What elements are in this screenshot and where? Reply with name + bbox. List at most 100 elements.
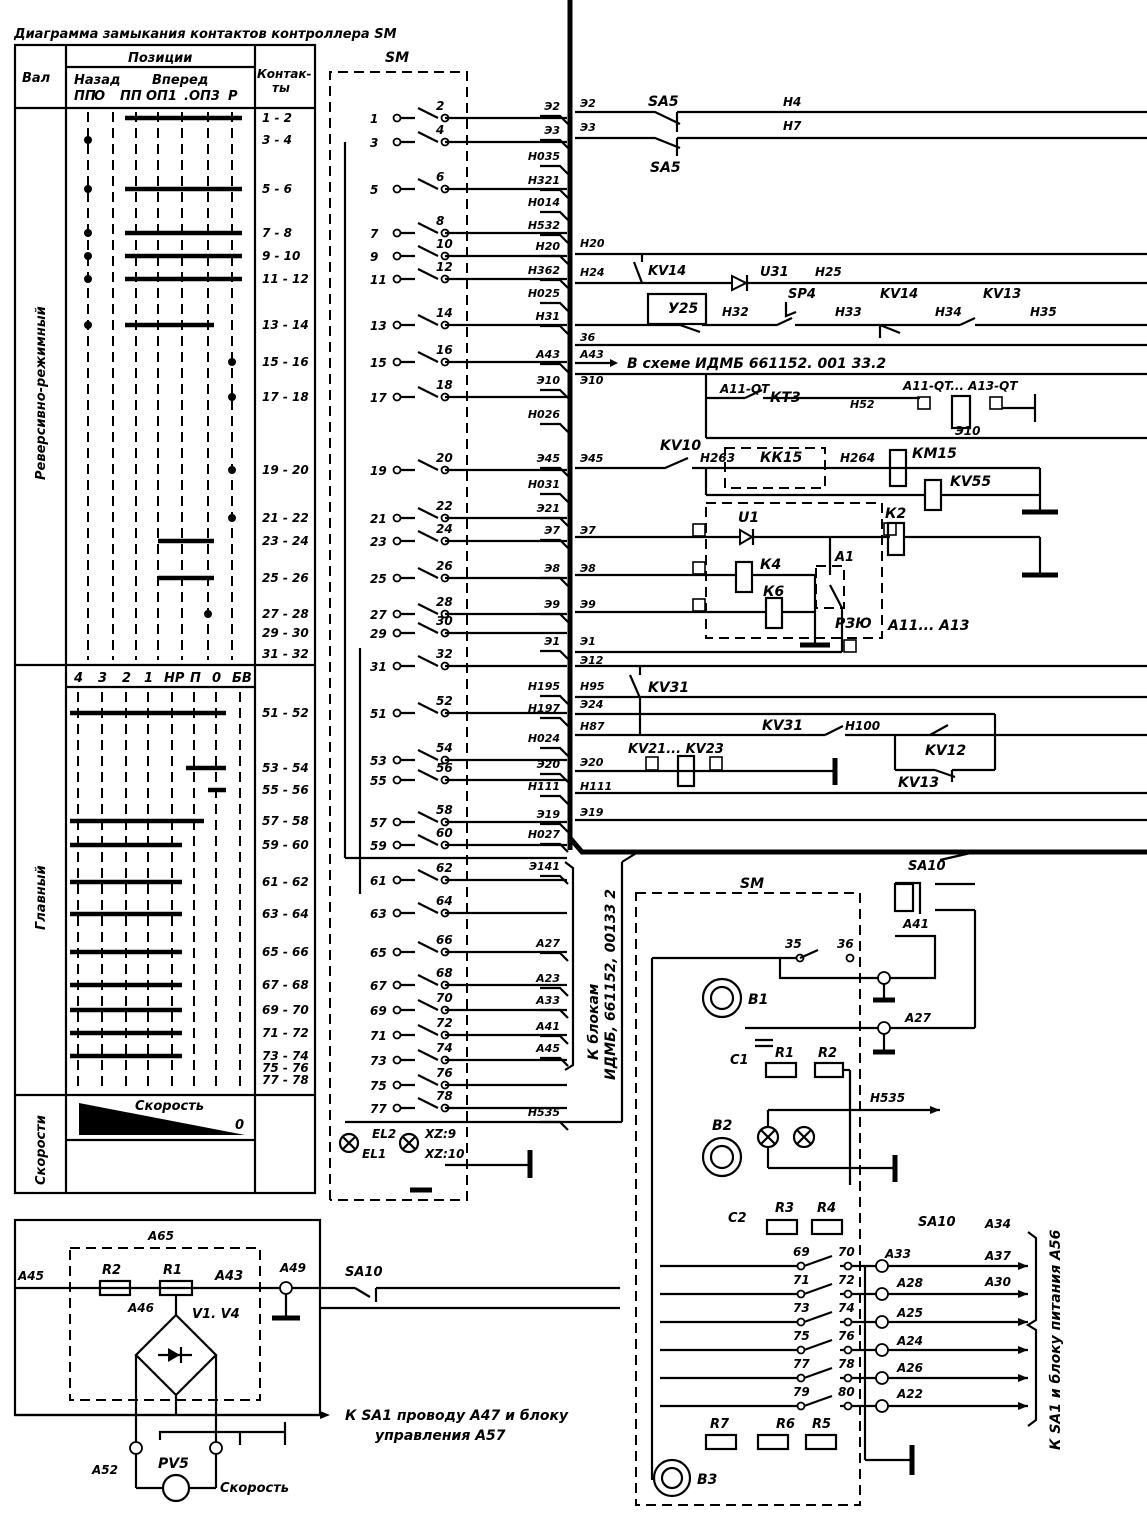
contact-label: 21 - 22 (262, 511, 309, 525)
position-label: ПП (74, 89, 96, 104)
terminal-right-label: 4 (435, 123, 444, 137)
header-forward: Вперед (152, 73, 208, 88)
terminal-right-label: 54 (436, 741, 453, 755)
bus-wire (540, 612, 569, 623)
terminal-right-label: 62 (436, 861, 453, 875)
sm-label: SM (385, 50, 409, 66)
bus-wire-label: Н195 (528, 680, 561, 693)
closed-dot (228, 514, 236, 522)
position-label: 2 (122, 671, 131, 686)
r2-resistor: R2 (818, 1046, 837, 1061)
a65-r1: R1 (163, 1263, 182, 1278)
arrow (1018, 1402, 1028, 1410)
bus-left-wires: Э2Э3Н035Н321Н014Н532Н20Н362Н025Н31А43Э10… (528, 100, 569, 1131)
a65-ref-1: К SA1 проводу А47 и блоку (345, 1408, 569, 1424)
bus-wire-label: Н95 (580, 680, 605, 693)
sa5-circuit (575, 110, 1147, 156)
terminal-left-label: 31 (370, 660, 387, 674)
switch-contact (400, 1049, 567, 1062)
contact-label: 51 - 52 (262, 706, 309, 720)
terminal-right-label: 78 (436, 1089, 453, 1103)
contact-label: 27 - 28 (262, 607, 309, 621)
terminal-left-label: 23 (370, 535, 387, 549)
bus-wire (540, 842, 569, 853)
terminal-left-label: 25 (370, 572, 387, 586)
terminal (843, 1373, 853, 1383)
bus-wire-label: Э12 (580, 654, 604, 667)
position-label: О (94, 89, 105, 104)
r5-resistor: R5 (812, 1417, 831, 1432)
terminal (392, 228, 402, 238)
terminal-left-label: 75 (793, 1329, 810, 1343)
terminal-right-label: 52 (436, 694, 453, 708)
terminal (392, 947, 402, 957)
contact-label: 65 - 66 (262, 945, 309, 959)
sa5-bottom: SA5 (650, 160, 681, 176)
bus-wire (540, 138, 569, 149)
terminal-left-label: 71 (793, 1273, 810, 1287)
terminal (392, 1030, 402, 1040)
contact-36: 36 (837, 937, 854, 951)
switch-contact (400, 655, 567, 668)
contact-label: 23 - 24 (262, 534, 309, 548)
km15-relay: КМ15 (912, 446, 957, 462)
bus-wire-label: Э20 (580, 756, 604, 769)
bus-wire-label: Э45 (537, 452, 561, 465)
bus-wire (540, 114, 569, 125)
bus-wire (540, 301, 569, 312)
terminal-left-label: 79 (793, 1385, 810, 1399)
terminal (843, 1317, 853, 1327)
bus-wire (540, 422, 569, 433)
terminal (392, 184, 402, 194)
diagram-title: Диаграмма замыкания контактов контроллер… (13, 27, 397, 42)
terminal-right-label: 58 (436, 803, 453, 817)
switch-contact (660, 1366, 1028, 1380)
speed-wedge (79, 1103, 245, 1135)
terminal-right-label: 14 (436, 306, 453, 320)
connector (875, 1399, 889, 1413)
wire-h4: Н4 (783, 95, 801, 109)
bus-wire (540, 576, 569, 587)
a65-sa10: SA10 (345, 1265, 383, 1280)
contact-label: 9 - 10 (262, 249, 300, 263)
terminal (392, 1103, 402, 1113)
output-wire-label: А37 (984, 1249, 1012, 1263)
closed-dot (228, 466, 236, 474)
terminal (392, 513, 402, 523)
reverse-grid (84, 112, 242, 660)
r4-resistor: R4 (817, 1201, 836, 1216)
terminal (392, 392, 402, 402)
terminal-right-label: 16 (436, 343, 453, 357)
connector (875, 1259, 889, 1273)
bus-wire (540, 772, 569, 783)
terminal-left-label: 21 (370, 512, 387, 526)
contact-label: 55 - 56 (262, 783, 309, 797)
bus-wire-label: Э7 (544, 524, 560, 537)
a11-a13-block (705, 502, 883, 639)
pv5-meter: PV5 (158, 1456, 189, 1472)
bus-wire-label: Э10 (537, 374, 561, 387)
bus-wire (540, 516, 569, 527)
terminal-right-label: 10 (436, 237, 453, 251)
arrow (1018, 1346, 1028, 1354)
switch-contact (660, 1254, 1028, 1268)
main-grid (70, 692, 241, 1092)
terminal-left-label: 73 (370, 1054, 387, 1068)
header-contacts-2: ты (272, 81, 290, 95)
terminal-left-label: 77 (793, 1357, 810, 1371)
bus-wire-label: А45 (535, 1042, 560, 1055)
a11-a13-qt: А11-QT... А13-QT (902, 379, 1018, 393)
contact-label: 29 - 30 (262, 626, 309, 640)
bus-wire-label: Н024 (528, 732, 560, 745)
position-label: БВ (232, 671, 252, 686)
connector (875, 1371, 889, 1385)
switch-contact (660, 1338, 1028, 1352)
bus-wire-label: Э19 (537, 808, 561, 821)
position-label: Р (228, 89, 238, 104)
output-wire-label: А28 (896, 1276, 923, 1290)
bus-wire-label: Э9 (544, 598, 560, 611)
lower-sm-frame (635, 892, 861, 1506)
terminal-right-label: 68 (436, 966, 453, 980)
terminal (796, 1373, 806, 1383)
terminal (392, 251, 402, 261)
